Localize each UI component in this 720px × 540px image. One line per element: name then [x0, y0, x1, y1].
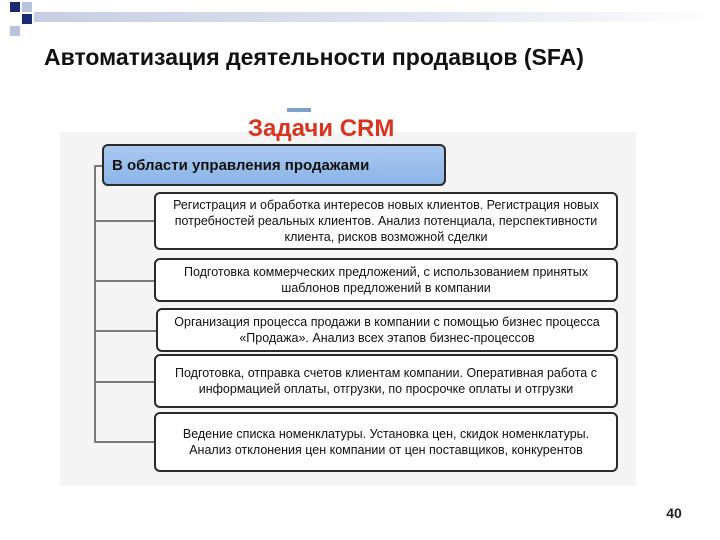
tree-trunk-line: [94, 165, 96, 443]
category-box-sales: В области управления продажами: [102, 144, 446, 186]
tree-branch-4: [94, 381, 154, 383]
tree-branch-3: [94, 330, 156, 332]
page-number: 40: [666, 505, 682, 521]
task-box-5: Ведение списка номенклатуры. Установка ц…: [154, 412, 618, 472]
tree-branch-5: [94, 441, 154, 443]
diagram-heading: Задачи CRM: [248, 115, 395, 142]
tree-branch-head: [94, 165, 104, 167]
task-box-3: Организация процесса продажи в компании …: [156, 308, 618, 352]
diagram-tab-mark: [287, 108, 311, 112]
tree-branch-2: [94, 280, 154, 282]
slide-title: Автоматизация деятельности продавцов (SF…: [44, 44, 584, 70]
task-box-2: Подготовка коммерческих предложений, с и…: [154, 258, 618, 302]
task-box-1: Регистрация и обработка интересов новых …: [154, 192, 618, 250]
header-gradient-bar: [34, 12, 720, 22]
task-box-4: Подготовка, отправка счетов клиентам ком…: [154, 354, 618, 408]
tree-branch-1: [94, 220, 154, 222]
